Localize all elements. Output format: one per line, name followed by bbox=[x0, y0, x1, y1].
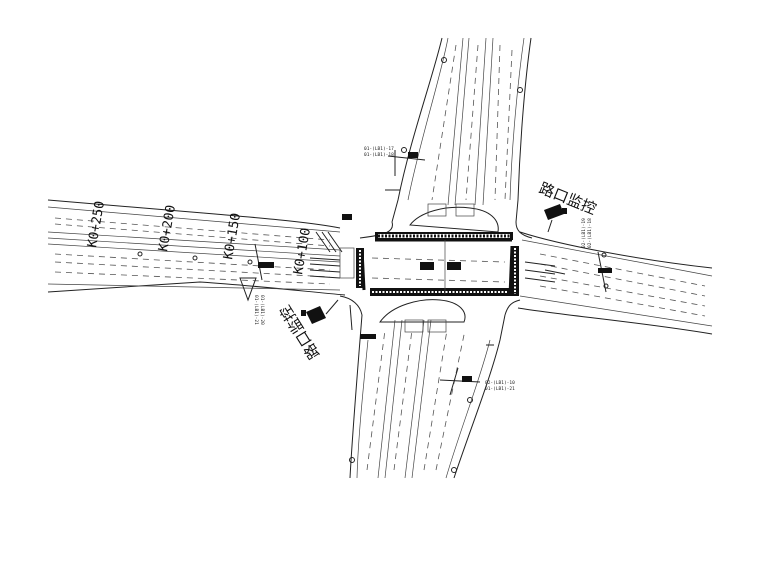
station-k0-100: K0+100 bbox=[291, 227, 314, 276]
station-k0-150: K0+150 bbox=[221, 212, 244, 261]
east-road bbox=[517, 231, 713, 335]
pole-code-nw-top: 01-(LB1)-17 bbox=[364, 146, 394, 152]
pole-code-ne-b: 02-(LB1)-18 bbox=[587, 218, 593, 248]
north-road bbox=[391, 37, 532, 223]
camera-sw: 路口监控 bbox=[276, 299, 339, 362]
pole-code-labels: 01-(LB1)-17 01-(LB1)-18 01-(LB1)-21 01-(… bbox=[253, 146, 593, 392]
crosswalk-west bbox=[356, 248, 364, 288]
station-labels: K0+250 K0+200 K0+150 K0+100 bbox=[85, 200, 314, 276]
lane-arrows-west bbox=[309, 231, 355, 279]
signal-poles bbox=[254, 150, 612, 396]
camera-icon bbox=[306, 306, 326, 324]
intersection-core bbox=[339, 203, 533, 333]
pole-code-west-b: 01-(LB1)-20 bbox=[259, 295, 265, 325]
pole-code-ne-a: 02-(LB1)-19 bbox=[581, 218, 587, 248]
south-road bbox=[349, 314, 506, 479]
station-k0-200: K0+200 bbox=[156, 204, 179, 253]
pole-code-south-b: 01-(LB1)-21 bbox=[485, 386, 515, 392]
crosswalk-south bbox=[370, 288, 510, 296]
west-road bbox=[47, 199, 346, 302]
lane-arrows-east bbox=[524, 261, 566, 283]
pole-code-west-a: 01-(LB1)-21 bbox=[253, 295, 259, 325]
pole-code-south-a: 02-(LB1)-10 bbox=[485, 380, 515, 386]
crosswalk-east bbox=[511, 246, 519, 296]
crosswalk-north bbox=[375, 232, 513, 240]
pole-code-nw-bottom: 01-(LB1)-18 bbox=[364, 152, 394, 158]
camera-icon bbox=[544, 204, 564, 220]
